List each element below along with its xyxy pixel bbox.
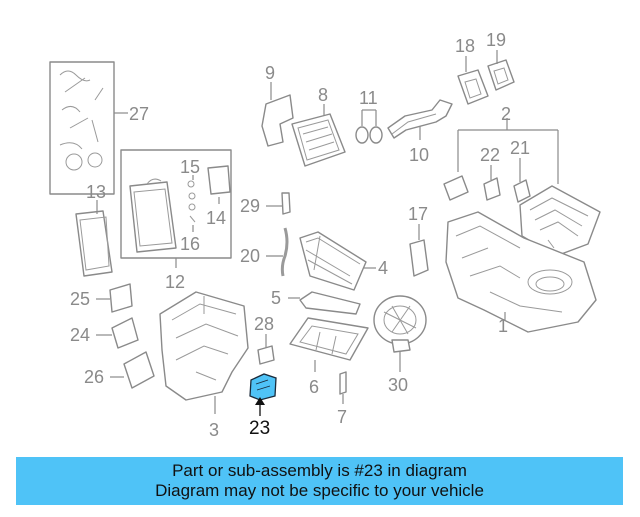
part-19-seal (487, 50, 515, 91)
part-13-filter (75, 200, 113, 277)
callout-23-highlight[interactable]: 23 (249, 418, 270, 439)
part-17-sensor (409, 224, 429, 277)
callout-14: 14 (206, 208, 226, 228)
part-22-actuator (483, 165, 501, 201)
callout-18: 18 (455, 36, 475, 56)
part-25-bracket (96, 283, 133, 313)
part-28-clip (257, 334, 275, 365)
callout-9: 9 (265, 63, 275, 83)
part-10-pipe (387, 99, 453, 140)
callout-27: 27 (129, 104, 149, 124)
part-2-upper-housing (519, 185, 601, 257)
banner-line-2: Diagram may not be specific to your vehi… (155, 481, 484, 500)
callout-5: 5 (271, 288, 281, 308)
part-30-blower-motor (373, 295, 427, 372)
callout-8: 8 (318, 85, 328, 105)
callout-4: 4 (378, 258, 388, 278)
part-21-actuator (513, 158, 531, 203)
callout-3: 3 (209, 420, 219, 440)
callout-16: 16 (180, 234, 200, 254)
part-23-highlighted[interactable] (249, 373, 277, 416)
part-2-door-linkage (443, 175, 469, 201)
part-7-screw (339, 371, 347, 404)
callout-1: 1 (498, 316, 508, 336)
callout-21: 21 (510, 138, 530, 158)
callout-12: 12 (165, 272, 185, 292)
callout-11: 11 (359, 88, 378, 108)
part-29-clip (266, 192, 291, 215)
callout-26: 26 (84, 367, 104, 387)
banner-line-1: Part or sub-assembly is #23 in diagram (172, 461, 467, 480)
part-18-seal (457, 56, 489, 105)
part-3-lower-housing (159, 291, 249, 414)
part-12-group-box (120, 149, 232, 268)
callout-29: 29 (240, 196, 260, 216)
callout-2: 2 (501, 104, 511, 124)
part-8-heater-core (291, 104, 346, 167)
part-9-bracket (261, 82, 294, 147)
callout-17: 17 (408, 204, 428, 224)
part-5-gasket (288, 291, 361, 315)
part-23-shape[interactable] (249, 373, 277, 401)
info-banner: Part or sub-assembly is #23 in diagram D… (16, 457, 623, 505)
part-4-evaporator (299, 231, 376, 291)
callout-15: 15 (180, 157, 200, 177)
part-20-tube (266, 227, 289, 277)
callout-20: 20 (240, 246, 260, 266)
part-11-o-rings (355, 109, 383, 144)
callout-13: 13 (86, 182, 106, 202)
callout-19: 19 (486, 30, 506, 50)
part-26-bracket (110, 351, 155, 389)
part-6-tray (289, 317, 369, 372)
callout-30: 30 (388, 375, 408, 395)
part-24-bracket (96, 317, 139, 349)
callout-labels: 1 2 3 4 5 6 7 8 9 10 11 12 13 14 15 16 1… (70, 30, 530, 440)
callout-22: 22 (480, 145, 500, 165)
callout-24: 24 (70, 325, 90, 345)
callout-28: 28 (254, 314, 274, 334)
callout-6: 6 (309, 377, 319, 397)
callout-10: 10 (409, 145, 429, 165)
part-1-main-housing (445, 211, 597, 333)
part-2-assembly-leader (457, 118, 559, 184)
part-23-arrowhead (255, 397, 265, 405)
callout-25: 25 (70, 289, 90, 309)
part-27-fastener-set (49, 61, 128, 195)
callout-7: 7 (337, 407, 347, 427)
